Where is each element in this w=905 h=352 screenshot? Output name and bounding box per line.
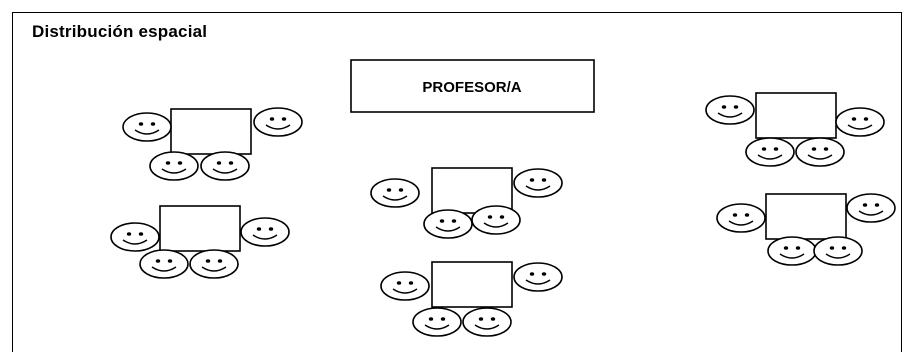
student-group-2 [110, 205, 290, 279]
smiley-face-icon [139, 249, 189, 279]
smiley-face-icon [370, 178, 420, 208]
smiley-face-icon [835, 107, 885, 137]
smiley-face-icon [149, 151, 199, 181]
student-group-5 [705, 92, 885, 167]
smiley-face-icon [189, 249, 239, 279]
smiley-face-icon [471, 205, 521, 235]
teacher-desk: PROFESOR/A [350, 59, 595, 113]
smiley-face-icon [795, 137, 845, 167]
teacher-label: PROFESOR/A [422, 79, 521, 96]
group-6-table [765, 193, 847, 240]
smiley-face-icon [423, 209, 473, 239]
smiley-face-icon [513, 262, 563, 292]
student-group-6 [716, 193, 896, 266]
group-1-table [170, 108, 252, 155]
smiley-face-icon [705, 95, 755, 125]
smiley-face-icon [767, 236, 817, 266]
smiley-face-icon [380, 271, 430, 301]
smiley-face-icon [240, 217, 290, 247]
smiley-face-icon [513, 168, 563, 198]
diagram-title: Distribución espacial [32, 22, 208, 41]
smiley-face-icon [462, 307, 512, 337]
smiley-face-icon [122, 112, 172, 142]
smiley-face-icon [110, 222, 160, 252]
group-5-table [755, 92, 837, 139]
diagram-frame [12, 12, 902, 352]
smiley-face-icon [253, 107, 303, 137]
student-group-4 [380, 261, 563, 337]
group-4-table [431, 261, 513, 308]
smiley-face-icon [412, 307, 462, 337]
group-2-table [159, 205, 241, 252]
smiley-face-icon [200, 151, 250, 181]
smiley-face-icon [813, 236, 863, 266]
student-group-3 [370, 167, 563, 239]
smiley-face-icon [716, 203, 766, 233]
seating-diagram: PROFESOR/A [110, 59, 896, 337]
smiley-face-icon [745, 137, 795, 167]
smiley-face-icon [846, 193, 896, 223]
student-group-1 [122, 107, 303, 181]
